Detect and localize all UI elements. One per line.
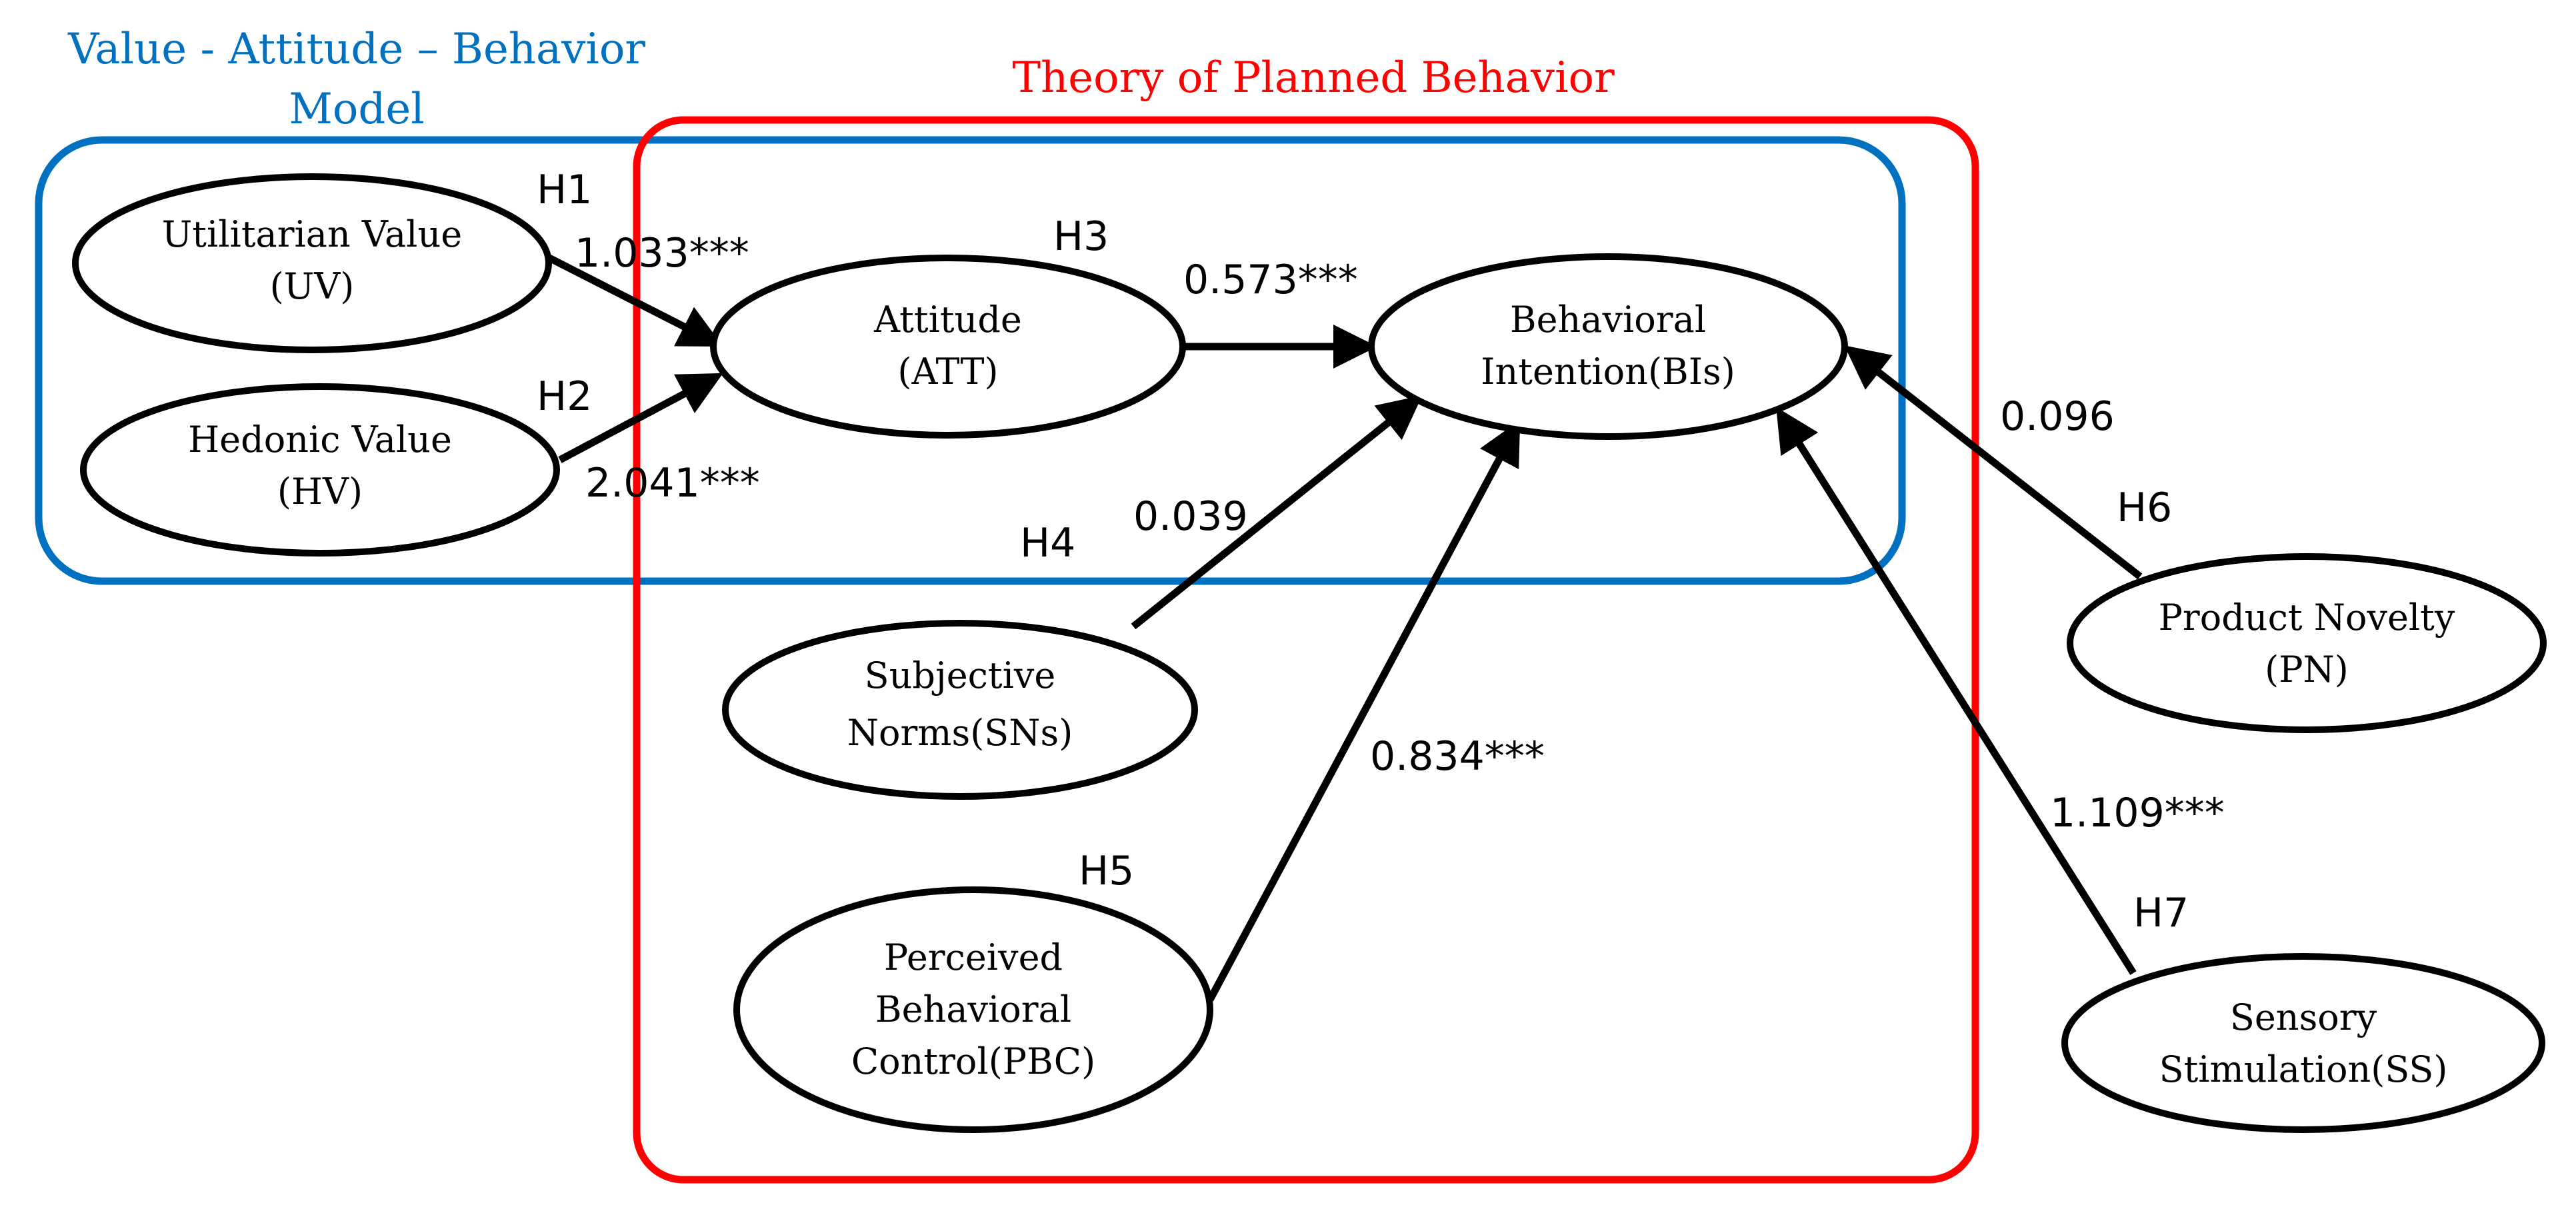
tpb-frame — [633, 116, 1979, 1184]
coefficient-label-h4: 0.039 — [1133, 493, 1248, 540]
node-sn-line2: Norms(SNs) — [847, 712, 1073, 754]
coefficient-label-h7: 1.109*** — [2050, 790, 2225, 836]
tpb-title: Theory of Planned Behavior — [1012, 53, 1615, 103]
node-product-novelty: Product Novelty (PN) — [2067, 553, 2547, 733]
node-pn-line1: Product Novelty — [2159, 597, 2455, 638]
coefficient-label-h3: 0.573*** — [1183, 257, 1358, 303]
coefficient-label-h6: 0.096 — [2000, 393, 2115, 440]
node-subjective-norms: Subjective Norms(SNs) — [722, 620, 1198, 800]
node-attitude: Attitude (ATT) — [710, 255, 1186, 439]
node-pbc-line3: Control(PBC) — [851, 1040, 1095, 1082]
hypothesis-label-h3: H3 — [1053, 213, 1109, 260]
node-hedonic-value: Hedonic Value (HV) — [80, 383, 560, 557]
arrow-h6-pn-to-bi — [1844, 345, 2143, 580]
node-pn-line2: (PN) — [2265, 648, 2349, 690]
hypothesis-label-h4: H4 — [1020, 520, 1075, 567]
coefficient-label-h5: 0.834*** — [1370, 733, 1545, 780]
node-uv-line1: Utilitarian Value — [162, 213, 462, 255]
node-sensory-stimulation: Sensory Stimulation(SS) — [2061, 953, 2545, 1133]
hypothesis-label-h7: H7 — [2133, 890, 2189, 936]
vab-model-title-line2: Model — [289, 85, 424, 134]
node-pbc-line2: Behavioral — [875, 988, 1071, 1030]
node-ss-line2: Stimulation(SS) — [2159, 1048, 2448, 1090]
node-utilitarian-value: Utilitarian Value (UV) — [72, 173, 552, 353]
node-bi-line2: Intention(BIs) — [1481, 351, 1735, 393]
arrow-h7-ss-to-bi — [1776, 407, 2137, 975]
node-hv-line1: Hedonic Value — [188, 419, 452, 461]
node-ss-line1: Sensory — [2230, 996, 2377, 1038]
hypothesis-label-h1: H1 — [537, 167, 592, 213]
node-perceived-behavioral-control: Perceived Behavioral Control(PBC) — [733, 886, 1213, 1133]
node-att-line2: (ATT) — [897, 351, 998, 393]
node-att-line1: Attitude — [873, 299, 1022, 341]
coefficient-label-h2: 2.041*** — [585, 460, 760, 507]
node-uv-line2: (UV) — [270, 265, 355, 307]
node-pbc-line1: Perceived — [884, 936, 1063, 978]
arrow-h2-hv-to-att — [558, 373, 723, 463]
vab-model-title-line1: Value - Attitude – Behavior — [67, 25, 645, 74]
node-behavioral-intention: Behavioral Intention(BIs) — [1368, 253, 1848, 440]
hypothesis-label-h6: H6 — [2117, 485, 2172, 531]
arrow-h1-uv-to-att — [545, 253, 723, 347]
node-bi-line1: Behavioral — [1510, 299, 1706, 341]
coefficient-label-h1: 1.033*** — [575, 230, 749, 277]
hypothesis-label-h5: H5 — [1079, 848, 1134, 894]
hypothesis-label-h2: H2 — [537, 373, 592, 420]
arrow-h4-sn-to-bi — [1131, 395, 1423, 630]
node-hv-line2: (HV) — [277, 471, 363, 513]
node-sn-line1: Subjective — [865, 654, 1056, 696]
vab-model-frame — [35, 136, 1906, 585]
arrow-h5-pbc-to-bi — [1207, 420, 1521, 1002]
